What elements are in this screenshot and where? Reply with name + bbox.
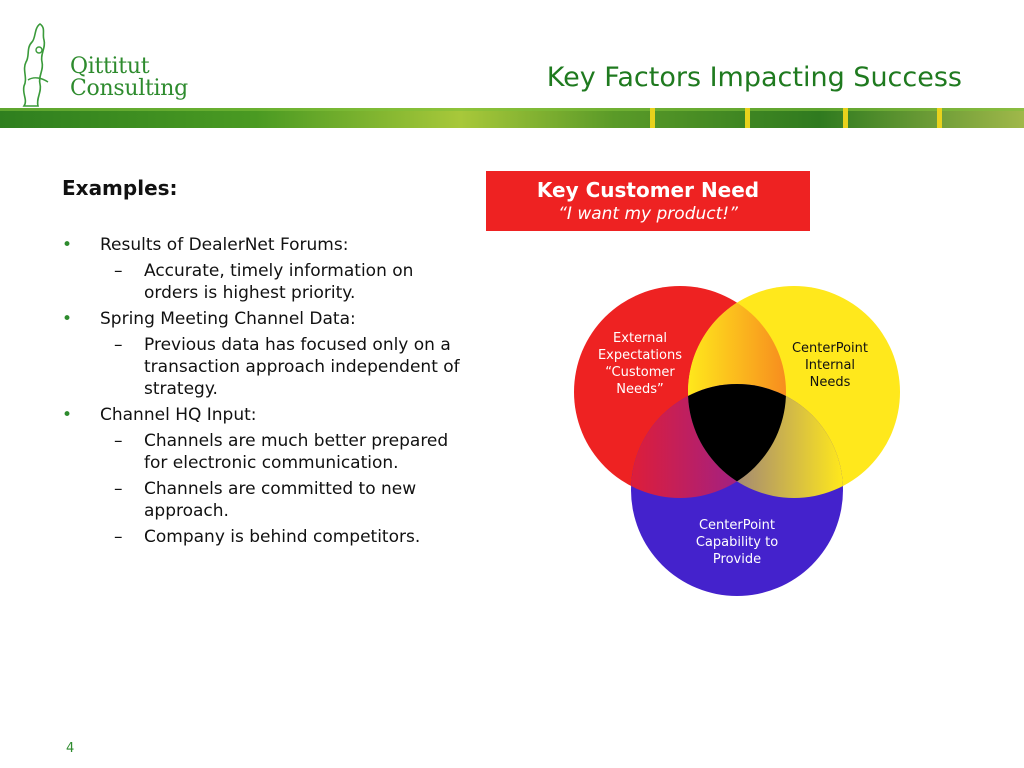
dash-icon: – (114, 431, 123, 451)
header-band (0, 108, 1024, 128)
bullet-list: • Results of DealerNet Forums: – Accurat… (62, 234, 522, 552)
company-logo: Qittitut Consulting (18, 20, 188, 110)
sub-bullet-line: Company is behind competitors. (144, 527, 421, 547)
bullet-item: • Channel HQ Input: (62, 404, 522, 426)
sub-bullet-item: – Previous data has focused only on a tr… (62, 334, 522, 400)
sub-bullet-line: Previous data has focused only on a (144, 335, 451, 355)
sub-bullet-line: transaction approach independent of (144, 357, 460, 377)
venn-diagram: External Expectations “Customer Needs” C… (560, 280, 920, 610)
venn-label-line: Needs (809, 375, 851, 390)
venn-label-line: Expectations (597, 348, 683, 363)
key-customer-need-box: Key Customer Need “I want my product!” (486, 171, 810, 231)
examples-heading: Examples: (62, 176, 178, 200)
sub-bullet-line: approach. (144, 501, 229, 521)
sub-bullet-line: Channels are committed to new (144, 479, 417, 499)
bullet-item: • Spring Meeting Channel Data: (62, 308, 522, 330)
sub-bullet-line: Accurate, timely information on (144, 261, 414, 281)
sub-bullet-line: Channels are much better prepared (144, 431, 449, 451)
dash-icon: – (114, 261, 123, 281)
sub-bullet-line: orders is highest priority. (144, 283, 356, 303)
bullet-dot-icon: • (62, 405, 73, 425)
venn-label-line: Provide (712, 552, 762, 567)
sub-bullet-item: – Channels are committed to new approach… (62, 478, 522, 522)
venn-label-line: Capability to (695, 535, 779, 550)
slide-title: Key Factors Impacting Success (546, 62, 962, 93)
sub-bullet-item: – Company is behind competitors. (62, 526, 522, 548)
venn-label-bottom: CenterPoint Capability to Provide (677, 517, 797, 568)
key-need-title: Key Customer Need (536, 178, 760, 202)
venn-label-line: CenterPoint (698, 518, 776, 533)
dash-icon: – (114, 335, 123, 355)
page-number: 4 (66, 741, 75, 756)
bullet-item: • Results of DealerNet Forums: (62, 234, 522, 256)
venn-label-right: CenterPoint Internal Needs (770, 340, 890, 391)
sub-bullet-item: – Channels are much better prepared for … (62, 430, 522, 474)
bullet-dot-icon: • (62, 309, 73, 329)
dash-icon: – (114, 479, 123, 499)
logo-text: Qittitut Consulting (70, 56, 188, 100)
logo-line-2: Consulting (70, 76, 188, 101)
bullet-dot-icon: • (62, 235, 73, 255)
venn-label-line: Needs” (616, 382, 664, 397)
dash-icon: – (114, 527, 123, 547)
logo-figure-icon (22, 23, 49, 107)
logo-line-1: Qittitut (70, 54, 150, 79)
bullet-text: Spring Meeting Channel Data: (100, 309, 356, 329)
venn-label-line: CenterPoint (791, 341, 869, 356)
bullet-text: Results of DealerNet Forums: (100, 235, 349, 255)
key-need-subtitle: “I want my product!” (558, 204, 738, 224)
sub-bullet-item: – Accurate, timely information on orders… (62, 260, 522, 304)
sub-bullet-line: strategy. (144, 379, 218, 399)
venn-label-line: External (613, 331, 667, 346)
venn-label-left: External Expectations “Customer Needs” (580, 330, 700, 398)
venn-label-line: Internal (804, 358, 856, 373)
venn-label-line: “Customer (605, 365, 675, 380)
bullet-text: Channel HQ Input: (100, 405, 257, 425)
venn-svg (574, 286, 900, 596)
sub-bullet-line: for electronic communication. (144, 453, 399, 473)
